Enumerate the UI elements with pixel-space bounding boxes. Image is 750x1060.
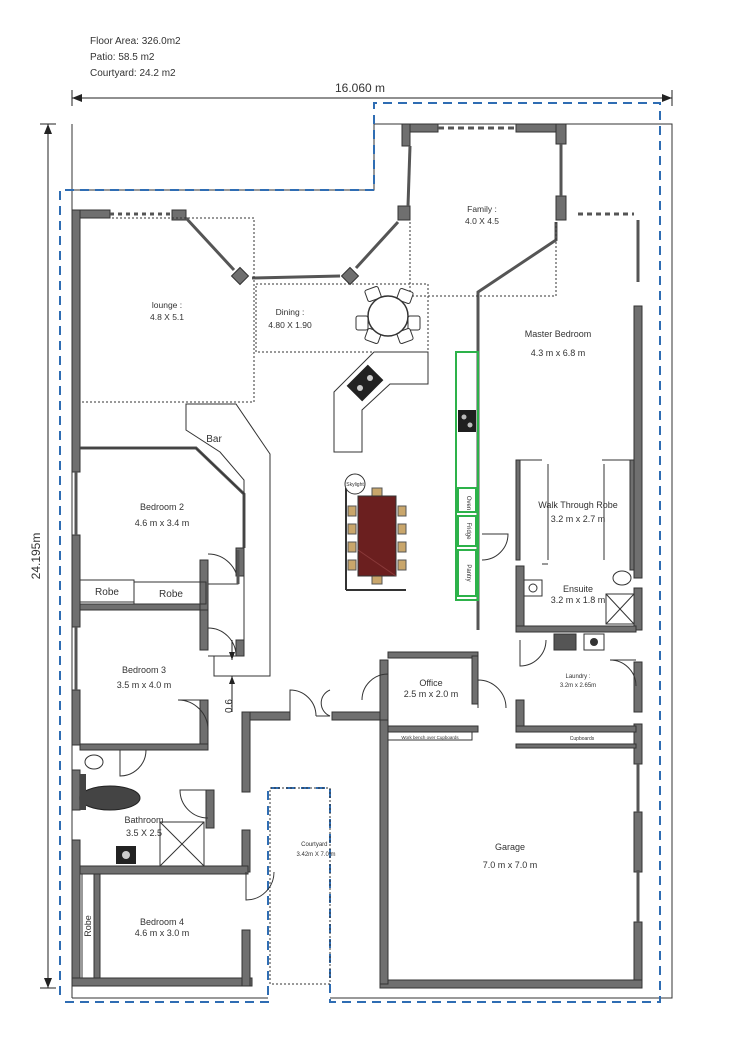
ensuite-name: Ensuite: [563, 584, 593, 594]
patio-outline: [59, 102, 661, 1003]
lounge-name: lounge :: [152, 300, 182, 310]
bedroom2-size: 4.6 m x 3.4 m: [135, 518, 190, 528]
bar-name: Bar: [206, 434, 222, 445]
family-extent: [409, 210, 557, 297]
bedroom3-size: 3.5 m x 4.0 m: [117, 680, 172, 690]
garage-name: Garage: [495, 842, 525, 852]
width-dimension: [71, 90, 673, 106]
office-cupboards: [387, 731, 473, 741]
laundry-name: Laundry :: [565, 674, 590, 680]
robe-2-label: Robe: [159, 589, 183, 600]
bedroom2-name: Bedroom 2: [140, 502, 184, 512]
master-bedroom-name: Master Bedroom: [525, 329, 592, 339]
courtyard-area-text: Courtyard: 24.2 m2: [90, 68, 176, 79]
laundry-cupboards-label: Cupboards: [570, 736, 595, 742]
office-name: Office: [419, 678, 442, 688]
depth-label: 24.195m: [29, 533, 43, 580]
robe-1-label: Robe: [95, 587, 119, 598]
dining-size: 4.80 X 1.90: [268, 320, 312, 330]
interior-walls: [79, 222, 637, 987]
doors: [119, 533, 637, 901]
dining-table: [345, 487, 407, 591]
kitchen-island: [333, 351, 429, 453]
laundry-size: 3.2m x 2.65m: [560, 683, 596, 689]
courtyard-name: Courtyard :: [301, 842, 331, 848]
wir-name: Walk Through Robe: [538, 500, 618, 510]
bathroom-size: 3.5 X 2.5: [126, 828, 162, 838]
courtyard-extent: [269, 787, 331, 985]
round-dining-table: [355, 286, 421, 344]
robe-2: [133, 581, 207, 605]
skylight-label: Skylight: [346, 482, 364, 488]
gap-label: 0.6: [224, 699, 235, 713]
bathroom-fixtures: [79, 754, 205, 867]
dining-extent: [255, 283, 429, 353]
ensuite-fixtures: [523, 570, 635, 625]
bathroom-name: Bathroom: [124, 815, 163, 825]
laundry-fixtures: [553, 633, 605, 651]
lounge-extent: [79, 217, 255, 403]
office-size: 2.5 m x 2.0 m: [404, 689, 459, 699]
floor-area-text: Floor Area: 326.0m2: [90, 36, 181, 47]
cooktop-icon: [346, 364, 384, 402]
oven-label: Oven: [465, 496, 471, 510]
office-cupboards-label: Work bench over Cupboards: [401, 735, 459, 740]
bar-counter: [185, 403, 271, 677]
master-bedroom-size: 4.3 m x 6.8 m: [531, 348, 586, 358]
dining-name: Dining :: [276, 307, 305, 317]
robe-bedroom4-label: Robe: [83, 915, 93, 937]
width-label: 16.060 m: [335, 81, 385, 95]
courtyard-size: 3.42m X 7.0 m: [296, 852, 335, 858]
depth-dimension: [40, 123, 56, 989]
wir-size: 3.2 m x 2.7 m: [551, 514, 606, 524]
pantry-label: Pantry: [465, 564, 471, 581]
bedroom4-name: Bedroom 4: [140, 917, 184, 927]
family-size: 4.0 X 4.5: [465, 216, 499, 226]
lounge-size: 4.8 X 5.1: [150, 312, 184, 322]
fridge-label: Fridge: [465, 522, 471, 540]
bedroom3-name: Bedroom 3: [122, 665, 166, 675]
garage-size: 7.0 m x 7.0 m: [483, 860, 538, 870]
exterior-walls: [71, 123, 643, 989]
skylight-icon: [344, 473, 366, 495]
family-name: Family :: [467, 204, 497, 214]
bedroom4-size: 4.6 m x 3.0 m: [135, 928, 190, 938]
kitchen-bench: [455, 351, 479, 601]
windows: [74, 126, 640, 922]
ensuite-size: 3.2 m x 1.8 m: [551, 595, 606, 605]
patio-area-text: Patio: 58.5 m2: [90, 52, 155, 63]
gap-dimension: [229, 640, 235, 712]
robe-bedroom4: [81, 873, 95, 979]
